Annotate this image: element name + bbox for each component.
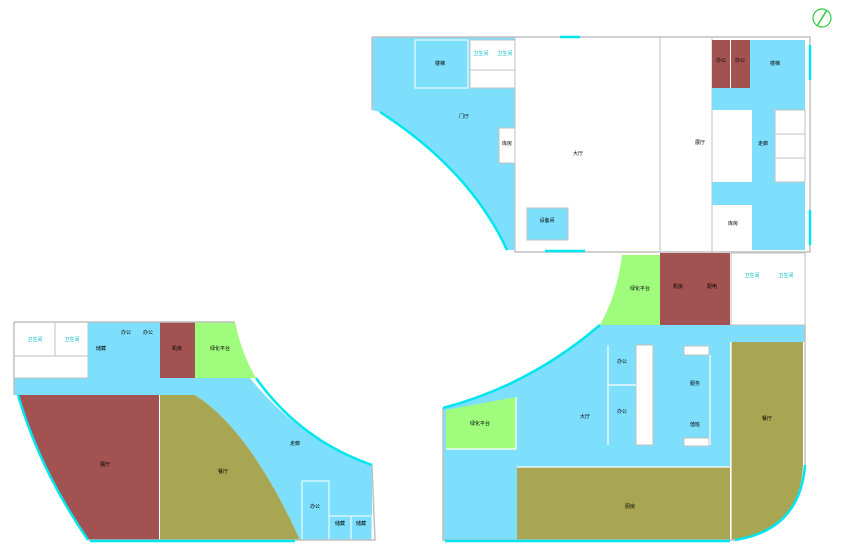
room-label: 储藏 bbox=[356, 520, 366, 527]
toilet-room bbox=[730, 252, 806, 326]
room bbox=[328, 515, 352, 541]
brown-room bbox=[160, 322, 195, 378]
olive-room bbox=[731, 342, 803, 540]
counter bbox=[683, 345, 710, 356]
olive-label: 餐厅 bbox=[762, 415, 772, 422]
brown-label: 机房 bbox=[172, 345, 182, 352]
office-label: 办公 bbox=[617, 408, 627, 415]
corridor-label: 走廊 bbox=[758, 140, 768, 147]
stair-label: 楼梯 bbox=[435, 60, 445, 67]
brown-room bbox=[731, 40, 750, 88]
olive-big-room bbox=[160, 395, 300, 540]
corridor-label: 走廊 bbox=[290, 440, 300, 447]
middle-building: 绿化平台 绿化平台 机房 配电 卫生间 卫生间 大厅 办公 办公 服务 值班 餐… bbox=[442, 252, 807, 543]
office-room bbox=[774, 109, 806, 135]
green-room bbox=[446, 397, 516, 449]
brown-big-room bbox=[18, 395, 159, 540]
room bbox=[88, 322, 115, 378]
olive-label: 厨房 bbox=[625, 503, 635, 510]
corridor bbox=[712, 88, 805, 110]
room bbox=[301, 480, 330, 541]
north-arrow-icon bbox=[812, 8, 832, 28]
corridor-area bbox=[14, 378, 372, 540]
brown-room bbox=[660, 253, 730, 325]
office-room bbox=[774, 133, 806, 159]
stair-small bbox=[526, 207, 569, 241]
hall-area bbox=[443, 325, 805, 540]
green-room bbox=[600, 255, 660, 325]
toilet-label: 卫生间 bbox=[744, 272, 759, 279]
toilet-label: 卫生间 bbox=[27, 336, 42, 343]
room bbox=[115, 322, 160, 378]
toilet-room bbox=[13, 321, 89, 379]
brown-label: 机房 bbox=[673, 283, 683, 290]
office-label: 值班 bbox=[690, 421, 700, 428]
store-label: 库房 bbox=[502, 140, 512, 147]
stair-room bbox=[414, 39, 469, 89]
green-label: 绿化平台 bbox=[470, 420, 490, 427]
brown-label: 配电 bbox=[707, 283, 717, 290]
hall-label: 大厅 bbox=[573, 150, 583, 157]
corridor bbox=[752, 110, 775, 182]
stair-label: 楼梯 bbox=[770, 60, 780, 67]
office-label: 办公 bbox=[617, 358, 627, 365]
top-building: 门厅 大厅 展厅 楼梯 楼梯 卫生间 卫生间 办公 办公 库房 库房 走廊 设备… bbox=[371, 35, 812, 253]
office-room bbox=[774, 157, 806, 183]
hall-label: 大厅 bbox=[580, 413, 590, 420]
toilet-label: 卫生间 bbox=[64, 336, 79, 343]
toilet-label: 卫生间 bbox=[497, 50, 512, 57]
green-label: 绿化平台 bbox=[630, 285, 650, 292]
toilet-stalls bbox=[469, 69, 516, 89]
office-label: 服务 bbox=[690, 380, 700, 387]
stair-room bbox=[752, 205, 805, 250]
toilet-label: 卫生间 bbox=[473, 50, 488, 57]
lobby-area bbox=[372, 37, 515, 250]
olive-big-label: 餐厅 bbox=[218, 468, 228, 475]
olive-room bbox=[517, 467, 730, 540]
stair-room bbox=[750, 40, 805, 88]
hall2-label: 展厅 bbox=[695, 140, 705, 146]
room-label: 办公 bbox=[310, 503, 320, 510]
room-label: 储藏 bbox=[335, 520, 345, 527]
room-label: 储藏 bbox=[96, 345, 106, 352]
room bbox=[350, 515, 373, 541]
toilet-label: 卫生间 bbox=[778, 272, 793, 279]
room-label: 办公 bbox=[143, 329, 153, 336]
lobby-label: 门厅 bbox=[459, 113, 469, 120]
counter bbox=[683, 437, 710, 447]
room-label: 办公 bbox=[121, 329, 131, 336]
corridor bbox=[712, 182, 805, 205]
green-label: 绿化平台 bbox=[210, 345, 230, 352]
store-label: 库房 bbox=[728, 220, 738, 227]
left-building: 卫生间 卫生间 储藏 办公 办公 机房 绿化平台 展厅 餐厅 走廊 办公 储藏 … bbox=[13, 321, 376, 543]
brown-room bbox=[712, 40, 730, 88]
equip-label: 设备间 bbox=[539, 217, 554, 224]
green-room bbox=[195, 322, 256, 378]
office-label: 办公 bbox=[716, 57, 726, 64]
brown-big-label: 展厅 bbox=[100, 462, 110, 468]
counter bbox=[635, 344, 654, 446]
office-label: 办公 bbox=[735, 57, 745, 64]
